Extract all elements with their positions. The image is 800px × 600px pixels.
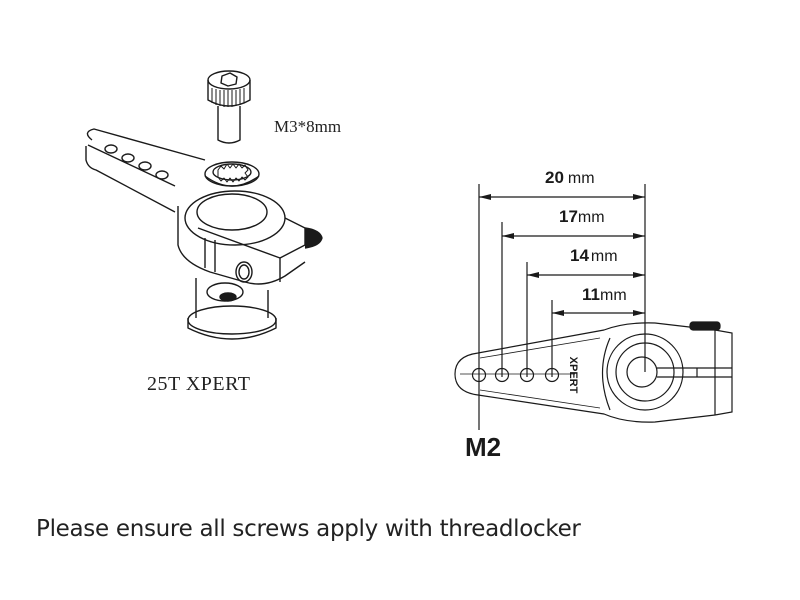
hole-size-label: M2 xyxy=(465,432,502,462)
dimension-lines xyxy=(479,196,645,314)
servo-arm-icon xyxy=(85,128,323,285)
threadlocker-note: Please ensure all screws apply with thre… xyxy=(36,516,581,542)
spline-hub-icon xyxy=(187,278,277,340)
servo-arm-top-view xyxy=(454,321,733,423)
dimension-label-11: 11mm xyxy=(582,285,627,304)
arm-engraving: XPERT xyxy=(567,357,579,394)
model-label: 25T XPERT xyxy=(147,373,251,395)
dimension-label-17: 17mm xyxy=(559,207,605,226)
lock-washer-icon xyxy=(204,161,260,187)
screw-size-label: M3*8mm xyxy=(274,117,342,136)
arrowheads xyxy=(479,194,645,316)
screw-icon xyxy=(207,70,251,144)
